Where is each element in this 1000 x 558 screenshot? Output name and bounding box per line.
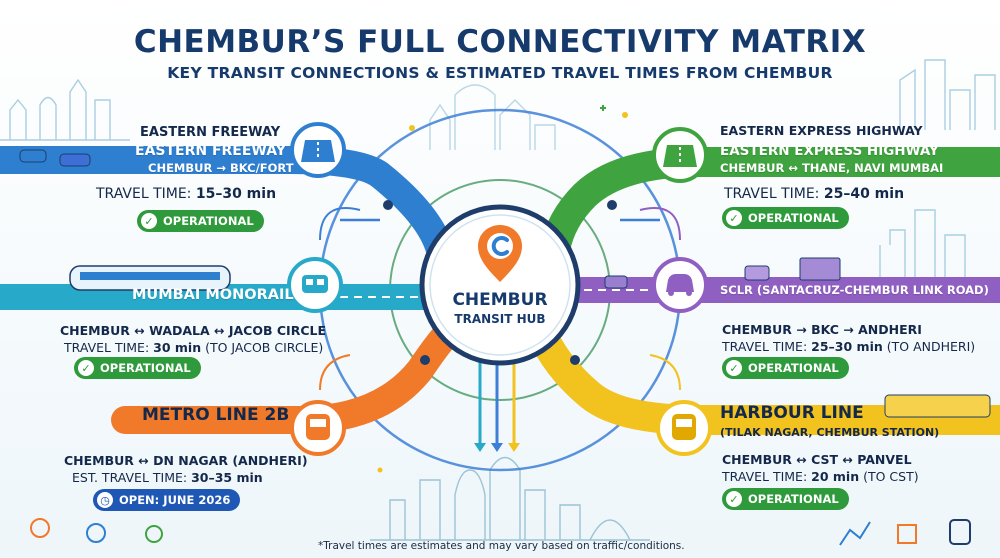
- check-icon: ✓: [141, 213, 157, 229]
- eastern-freeway-time: TRAVEL TIME: 15–30 min: [96, 186, 276, 203]
- harbour-train-icon: [656, 400, 712, 456]
- metro-time: EST. TRAVEL TIME: 30–35 min: [72, 469, 263, 486]
- harbour-status-badge: ✓ OPERATIONAL: [722, 488, 849, 510]
- time-label: TRAVEL TIME:: [64, 340, 150, 355]
- route-text: CHEMBUR ↔ DN NAGAR (ANDHERI): [64, 453, 308, 468]
- monorail-icon: [287, 257, 343, 313]
- sclr-time: TRAVEL TIME: 25–30 min (TO ANDHERI): [722, 338, 975, 355]
- eastern-freeway-icon: [290, 122, 346, 178]
- monorail-status-badge: ✓ OPERATIONAL: [74, 357, 201, 379]
- hub-title: CHEMBUR: [452, 290, 548, 310]
- harbour-time: TRAVEL TIME: 20 min (TO CST): [722, 468, 919, 485]
- time-value: 15–30 min: [195, 186, 277, 202]
- eeh-icon: [652, 127, 708, 183]
- page-subtitle: KEY TRANSIT CONNECTIONS & ESTIMATED TRAV…: [167, 64, 833, 82]
- cars-left: [19, 149, 91, 167]
- harbour-band-sub: (TILAK NAGAR, CHEMBUR STATION): [720, 426, 940, 439]
- monorail-train: [69, 265, 231, 291]
- skyline-left: [0, 78, 130, 141]
- status-text: OPERATIONAL: [748, 492, 839, 506]
- metro-status-badge: ◷ OPEN: JUNE 2026: [93, 489, 241, 511]
- time-value: 30–35 min: [191, 470, 263, 485]
- trucks-right: [604, 257, 841, 289]
- eastern-freeway-band-sub: CHEMBUR → BKC/FORT: [148, 161, 294, 175]
- eeh-band-title: EASTERN EXPRESS HIGHWAY: [720, 143, 939, 159]
- skyline-right: [879, 59, 996, 280]
- time-label: TRAVEL TIME:: [724, 186, 820, 202]
- monorail-route: CHEMBUR ↔ WADALA ↔ JACOB CIRCLE: [60, 322, 326, 339]
- status-text: OPERATIONAL: [100, 361, 191, 375]
- sclr-band-title: SCLR (SANTACRUZ-CHEMBUR LINK ROAD): [720, 283, 989, 297]
- page-title: CHEMBUR’S FULL CONNECTIVITY MATRIX: [133, 24, 867, 60]
- status-text: OPERATIONAL: [748, 361, 839, 375]
- eastern-freeway-status-badge: ✓ OPERATIONAL: [137, 210, 264, 232]
- eeh-heading: EASTERN EXPRESS HIGHWAY: [720, 123, 923, 138]
- time-note: (TO JACOB CIRCLE): [205, 340, 324, 355]
- bottom-left-icons: [30, 518, 163, 543]
- sclr-car-icon: [652, 257, 708, 313]
- status-text: OPERATIONAL: [163, 214, 254, 228]
- route-text: CHEMBUR ↔ CST ↔ PANVEL: [722, 452, 912, 467]
- skyline-bottom-center: [370, 456, 650, 541]
- monorail-time: TRAVEL TIME: 30 min (TO JACOB CIRCLE): [64, 339, 323, 356]
- hub-logo-icon: [478, 225, 522, 282]
- eeh-time: TRAVEL TIME: 25–40 min: [724, 186, 904, 203]
- status-text: OPERATIONAL: [748, 211, 839, 225]
- harbour-train: [884, 394, 991, 418]
- bottom-right-icons: [839, 519, 971, 546]
- check-icon: ✓: [78, 360, 94, 376]
- check-icon: ✓: [726, 360, 742, 376]
- clock-icon: ◷: [97, 492, 113, 508]
- time-value: 25–40 min: [823, 186, 905, 202]
- time-label: TRAVEL TIME:: [722, 469, 808, 484]
- harbour-route: CHEMBUR ↔ CST ↔ PANVEL: [722, 451, 912, 468]
- time-label: TRAVEL TIME:: [96, 186, 192, 202]
- time-value: 20 min: [811, 469, 860, 484]
- footnote: *Travel times are estimates and may vary…: [318, 540, 685, 552]
- eastern-freeway-heading: EASTERN FREEWAY: [140, 125, 281, 140]
- time-note: (TO ANDHERI): [886, 339, 976, 354]
- time-label: EST. TRAVEL TIME:: [72, 470, 188, 485]
- sclr-route: CHEMBUR → BKC → ANDHERI: [722, 321, 922, 338]
- sclr-status-badge: ✓ OPERATIONAL: [722, 357, 849, 379]
- harbour-band-title: HARBOUR LINE: [720, 403, 864, 423]
- monorail-band-title: MUMBAI MONORAIL: [132, 287, 294, 303]
- route-text: CHEMBUR ↔ WADALA ↔ JACOB CIRCLE: [60, 323, 326, 338]
- metro-band-title: METRO LINE 2B: [142, 405, 290, 425]
- hub-subtitle: TRANSIT HUB: [454, 312, 546, 326]
- metro-route: CHEMBUR ↔ DN NAGAR (ANDHERI): [64, 452, 308, 469]
- time-value: 30 min: [153, 340, 202, 355]
- check-icon: ✓: [726, 491, 742, 507]
- eeh-status-badge: ✓ OPERATIONAL: [722, 207, 849, 229]
- eastern-freeway-band-title: EASTERN FREEWAY: [135, 143, 286, 159]
- status-text: OPEN: JUNE 2026: [119, 493, 231, 507]
- eeh-band-sub: CHEMBUR ↔ THANE, NAVI MUMBAI: [720, 161, 944, 175]
- check-icon: ✓: [726, 210, 742, 226]
- skyline-top-center: [429, 84, 556, 150]
- time-note: (TO CST): [863, 469, 919, 484]
- time-value: 25–30 min: [811, 339, 883, 354]
- time-label: TRAVEL TIME:: [722, 339, 808, 354]
- metro-train-icon: [290, 400, 346, 456]
- route-text: CHEMBUR → BKC → ANDHERI: [722, 322, 922, 337]
